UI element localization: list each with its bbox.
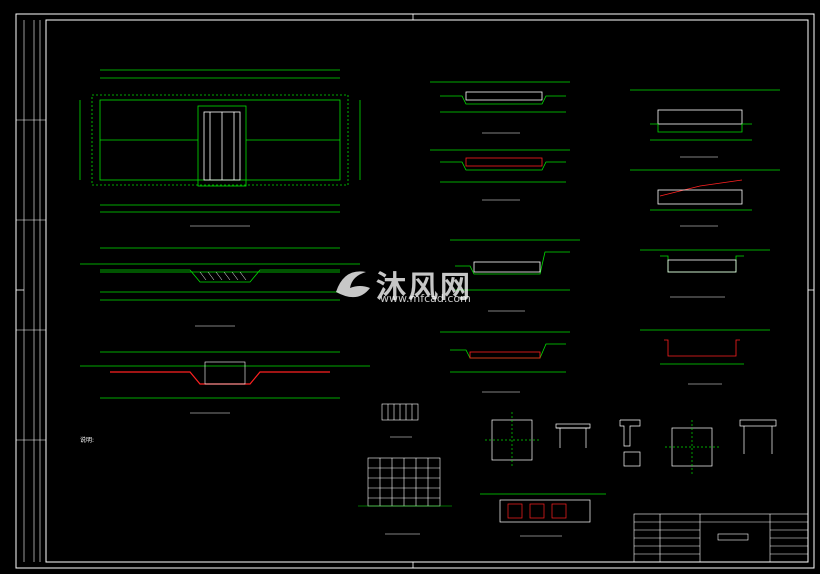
section-b-red-profile	[110, 371, 330, 385]
rack-detail	[358, 457, 452, 507]
centering-marks	[16, 14, 814, 568]
notes-block: 说明:	[80, 435, 330, 450]
mfcad-logo-icon	[336, 271, 370, 298]
sheet-outer-border	[15, 13, 815, 569]
watermark-url: www.mfcad.com	[380, 292, 471, 305]
section-b-core	[204, 361, 246, 385]
pit-section-detail	[555, 423, 591, 448]
plan-view	[79, 69, 361, 213]
section-8	[640, 329, 770, 365]
section-a	[80, 247, 360, 301]
section-6	[630, 169, 780, 211]
section-a-hatch	[199, 271, 247, 281]
title-block	[633, 513, 809, 563]
pit-plan-detail	[485, 412, 540, 468]
stair-detail	[381, 403, 419, 421]
section-3	[450, 239, 580, 291]
trench-detail	[480, 493, 606, 523]
section-5	[630, 89, 780, 141]
bracket-detail	[619, 419, 641, 467]
section-2	[430, 149, 570, 183]
section-b	[80, 351, 370, 399]
watermark-brand: 沐风网	[376, 270, 472, 305]
notes-title: 说明:	[80, 437, 95, 444]
section-7	[640, 249, 770, 273]
left-title-strip	[16, 20, 46, 562]
sheet-inner-border	[45, 19, 809, 563]
section-4	[440, 331, 570, 373]
section-1	[430, 81, 570, 113]
post-plan-detail	[665, 420, 720, 474]
post-section-detail	[739, 419, 777, 454]
